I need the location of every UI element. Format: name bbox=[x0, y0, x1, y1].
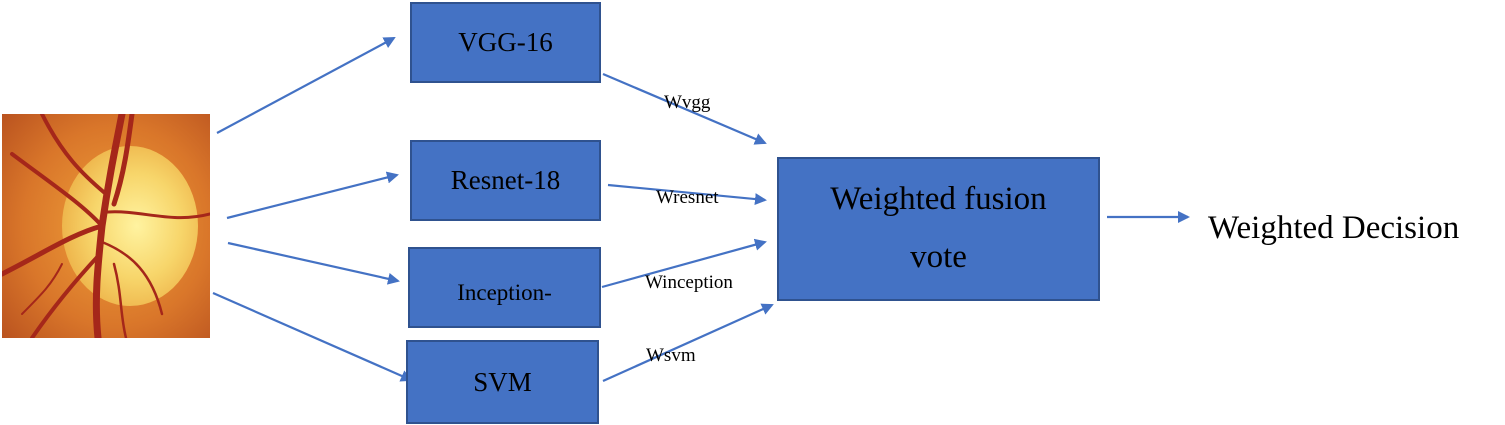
svm-label: SVM bbox=[473, 366, 532, 397]
svm-box: SVM bbox=[406, 340, 599, 424]
fusion-label-line1: Weighted fusion bbox=[830, 181, 1047, 218]
resnet18-label: Resnet-18 bbox=[450, 165, 561, 195]
weighted-fusion-vote-box: Weighted fusion vote bbox=[777, 157, 1100, 301]
fusion-label-line2: vote bbox=[910, 239, 967, 275]
inception-box: Inception- bbox=[408, 247, 601, 328]
arrow-input-to-inception bbox=[227, 241, 400, 285]
retinal-fundus-image bbox=[2, 114, 210, 338]
weight-label-resnet: Wresnet bbox=[656, 187, 719, 208]
arrow-input-to-svm bbox=[212, 291, 413, 382]
arrow-vgg-to-fusion bbox=[602, 72, 767, 145]
resnet18-box: Resnet-18 bbox=[410, 140, 601, 221]
weight-label-svm: Wsvm bbox=[646, 345, 696, 366]
inception-label: Inception- bbox=[457, 279, 552, 305]
arrow-inception-to-fusion bbox=[601, 238, 767, 289]
arrow-input-to-resnet bbox=[226, 171, 399, 220]
arrow-resnet-to-fusion bbox=[607, 183, 767, 206]
arrow-svm-to-fusion bbox=[602, 303, 774, 383]
weight-label-inception: Winception bbox=[645, 272, 733, 293]
vgg16-label: VGG-16 bbox=[458, 27, 553, 57]
arrow-input-to-vgg bbox=[216, 37, 396, 134]
weight-label-vgg: Wvgg bbox=[664, 92, 711, 113]
vgg16-box: VGG-16 bbox=[410, 2, 601, 83]
weighted-decision-label: Weighted Decision bbox=[1208, 210, 1460, 246]
